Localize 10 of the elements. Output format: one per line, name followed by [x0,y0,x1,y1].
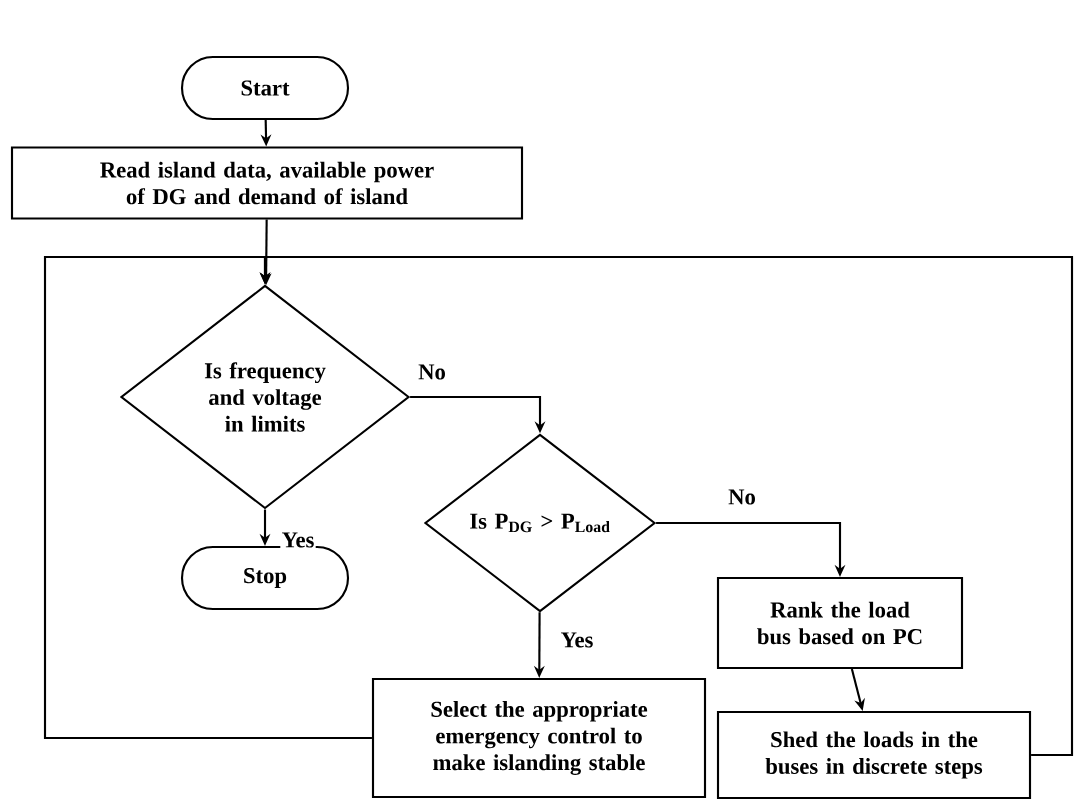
edge-label: No [726,488,758,506]
start-terminal: Start [180,55,350,121]
process-box: Rank the load bus based on PC [716,576,964,670]
edge-label: Yes [559,631,595,649]
edge-label: No [416,363,448,381]
process-box: Select the appropriate emergency control to make islanding stable [371,677,707,799]
process-box: Read island data, available power of DG and demand of island [10,146,524,220]
edge-label: Yes [280,531,316,549]
process-box: Shed the loads in the buses in discrete steps [716,710,1032,800]
arrow [43,255,372,740]
